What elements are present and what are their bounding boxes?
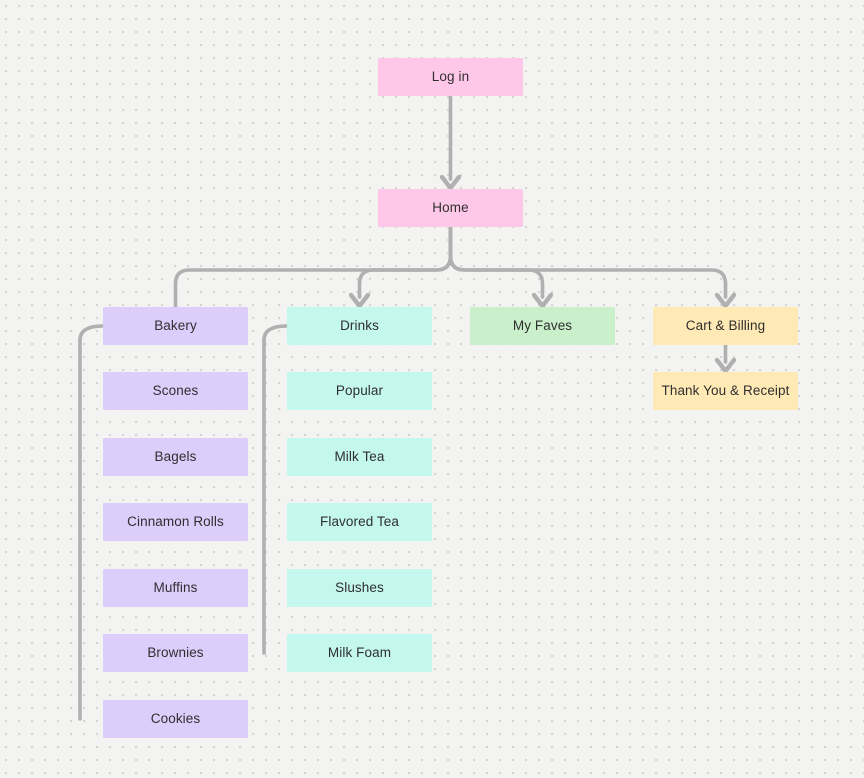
- node-cart[interactable]: Cart & Billing: [653, 307, 798, 345]
- node-milkfoam[interactable]: Milk Foam: [287, 634, 432, 672]
- node-label-cinnamon: Cinnamon Rolls: [127, 514, 224, 530]
- node-login[interactable]: Log in: [378, 58, 523, 96]
- node-cookies[interactable]: Cookies: [103, 700, 248, 738]
- node-label-flavoredtea: Flavored Tea: [320, 514, 399, 530]
- node-slushes[interactable]: Slushes: [287, 569, 432, 607]
- node-brownies[interactable]: Brownies: [103, 634, 248, 672]
- spine-head-curve-bakery: [78, 324, 105, 342]
- node-label-cart: Cart & Billing: [685, 318, 766, 334]
- node-label-scones: Scones: [152, 383, 199, 399]
- node-label-cookies: Cookies: [150, 711, 201, 727]
- node-label-drinks: Drinks: [340, 318, 379, 334]
- node-label-popular: Popular: [335, 383, 384, 399]
- node-bagels[interactable]: Bagels: [103, 438, 248, 476]
- node-myfaves[interactable]: My Faves: [470, 307, 615, 345]
- edge-home-to-myfaves-arrowhead: [531, 292, 554, 309]
- node-label-milktea: Milk Tea: [334, 449, 385, 465]
- node-label-bakery: Bakery: [154, 318, 197, 334]
- spine-head-curve-drinks: [262, 324, 289, 342]
- edge-home-to-cart-arrowhead: [714, 292, 737, 309]
- edge-home-to-cart: [448, 225, 728, 299]
- edge-home-to-myfaves: [448, 225, 545, 299]
- node-label-thankyou: Thank You & Receipt: [661, 383, 790, 399]
- node-home[interactable]: Home: [378, 189, 523, 227]
- node-bakery[interactable]: Bakery: [103, 307, 248, 345]
- edge-login-to-home-arrowhead: [439, 174, 462, 191]
- node-milktea[interactable]: Milk Tea: [287, 438, 432, 476]
- edge-home-to-drinks-arrowhead: [348, 292, 371, 309]
- node-label-brownies: Brownies: [147, 645, 204, 661]
- node-scones[interactable]: Scones: [103, 372, 248, 410]
- node-label-home: Home: [432, 200, 469, 216]
- edge-home-to-bakery: [173, 225, 453, 309]
- node-thankyou[interactable]: Thank You & Receipt: [653, 372, 798, 410]
- edge-home-to-drinks: [357, 225, 453, 299]
- node-label-muffins: Muffins: [153, 580, 198, 596]
- node-label-milkfoam: Milk Foam: [327, 645, 392, 661]
- node-drinks[interactable]: Drinks: [287, 307, 432, 345]
- node-label-slushes: Slushes: [335, 580, 384, 596]
- node-muffins[interactable]: Muffins: [103, 569, 248, 607]
- node-label-login: Log in: [431, 69, 470, 85]
- node-flavoredtea[interactable]: Flavored Tea: [287, 503, 432, 541]
- node-popular[interactable]: Popular: [287, 372, 432, 410]
- node-cinnamon[interactable]: Cinnamon Rolls: [103, 503, 248, 541]
- edge-cart-to-thankyou-arrowhead: [714, 357, 737, 374]
- node-label-bagels: Bagels: [154, 449, 197, 465]
- node-label-myfaves: My Faves: [512, 318, 573, 334]
